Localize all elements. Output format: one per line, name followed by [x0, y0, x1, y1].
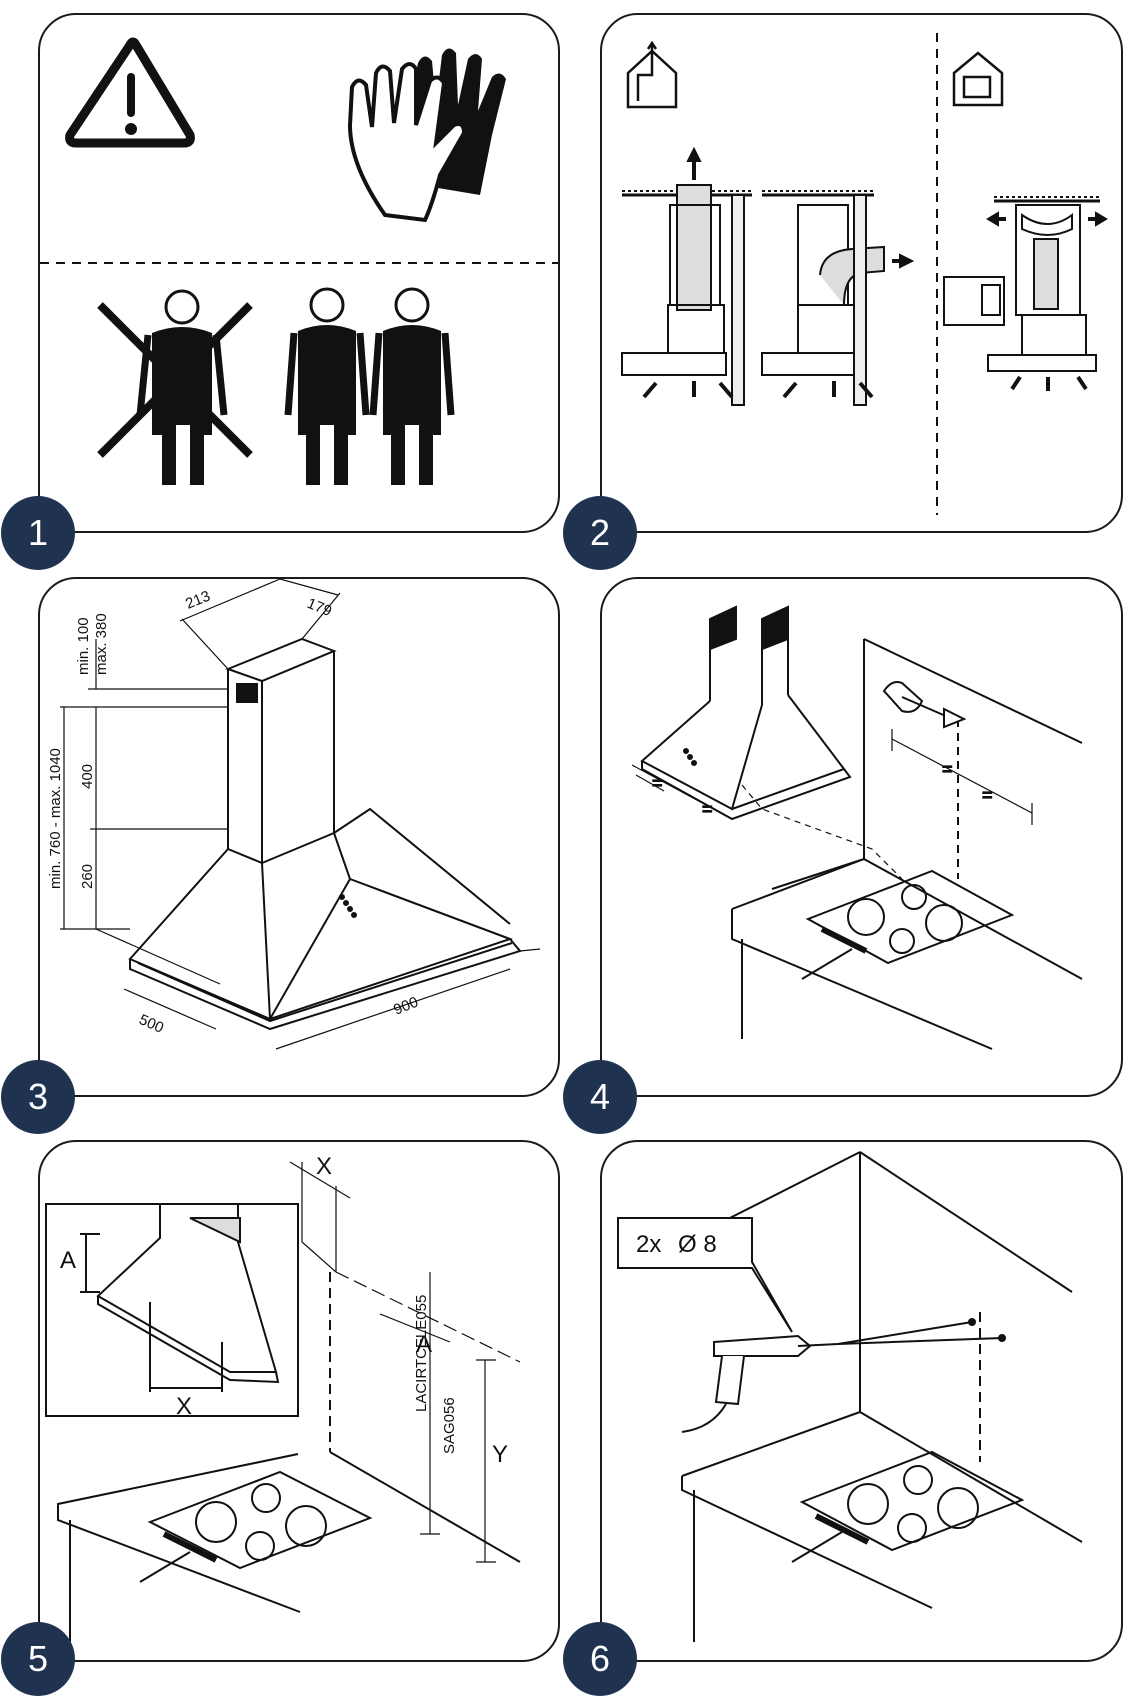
- dim-max380: max. 380: [93, 613, 110, 675]
- svg-text:=: =: [982, 785, 993, 805]
- step-badge-4: 4: [563, 1060, 637, 1134]
- dim-500: 500: [136, 1011, 166, 1037]
- hood-exhaust-vertical: [621, 146, 752, 406]
- svg-text:=: =: [652, 773, 663, 793]
- step-badge-3: 3: [1, 1060, 75, 1134]
- house-recirculation-icon: [952, 51, 1004, 107]
- inset-detail: [45, 1203, 299, 1417]
- dim-179: 179: [305, 595, 335, 620]
- step-6-panel: 2x Ø 8: [600, 1140, 1123, 1662]
- drill-spec-callout: [617, 1217, 793, 1333]
- label-x: X: [316, 1153, 332, 1180]
- drill-spec-count: 2x: [636, 1231, 661, 1258]
- hood-isometric-drawing: [128, 637, 522, 1031]
- dim-260: 260: [79, 864, 96, 889]
- step-badge-1: 1: [1, 496, 75, 570]
- room-corner: [681, 1151, 1083, 1642]
- inset-label-a: A: [60, 1247, 76, 1274]
- marking-dimensions: = = = =: [631, 729, 1033, 880]
- pencil-hand-icon: [882, 681, 967, 729]
- vertical-text-2: SAG056: [441, 1397, 458, 1454]
- step-1-panel: [38, 13, 560, 533]
- gloves-icon: [347, 48, 506, 223]
- hood-recirculation: [943, 196, 1108, 391]
- prohibited-cross-icon: [97, 302, 253, 458]
- warning-icon: [65, 37, 195, 148]
- dimension-lines: [60, 579, 541, 1050]
- step-5-panel: A X X A Y LACIRTCELE055: [38, 1140, 560, 1662]
- inset-label-x: X: [176, 1393, 192, 1420]
- svg-text:=: =: [702, 799, 713, 819]
- hood-front-view: [640, 605, 852, 821]
- step-badge-5: 5: [1, 1622, 75, 1696]
- dim-400: 400: [79, 764, 96, 789]
- dim-range: min. 760 - max. 1040: [47, 748, 64, 889]
- dim-900: 900: [391, 994, 421, 1019]
- step-2-panel: [600, 13, 1123, 533]
- hood-exhaust-horizontal: [761, 190, 915, 406]
- cooktop: [801, 869, 1015, 980]
- wall-and-worktop: [57, 1272, 521, 1642]
- cooktop: [791, 1450, 1025, 1563]
- two-persons-icon: [284, 287, 455, 485]
- step-4-panel: = = = =: [600, 577, 1123, 1097]
- drill-icon: [681, 1318, 1006, 1433]
- step-3-panel: 213 179 min. 100 max. 380 min. 760 - max…: [38, 577, 560, 1097]
- label-a: A: [416, 1331, 432, 1358]
- dim-min100: min. 100: [75, 617, 92, 675]
- house-exhaust-icon: [626, 40, 678, 109]
- marking-dimensions: [289, 1161, 521, 1563]
- wall-and-worktop: [731, 638, 1083, 1050]
- drill-spec-diameter: Ø 8: [678, 1231, 717, 1258]
- step-badge-6: 6: [563, 1622, 637, 1696]
- cooktop: [139, 1470, 373, 1583]
- svg-text:=: =: [942, 759, 953, 779]
- step-badge-2: 2: [563, 496, 637, 570]
- label-y: Y: [492, 1441, 508, 1468]
- vertical-text-1: LACIRTCELE055: [413, 1295, 430, 1412]
